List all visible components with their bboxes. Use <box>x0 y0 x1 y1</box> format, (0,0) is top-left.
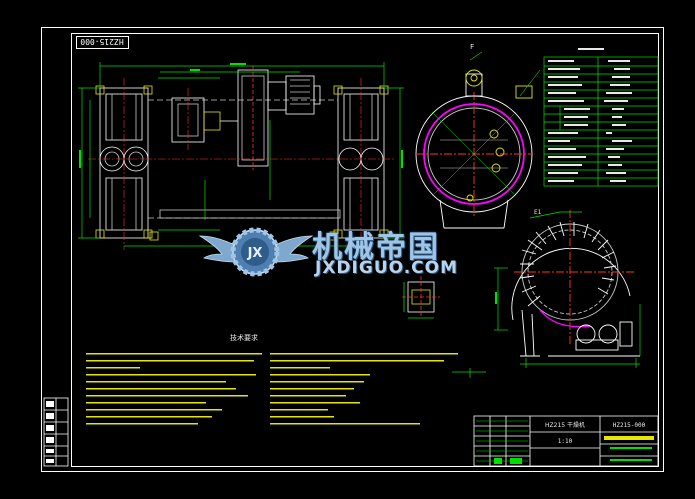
watermark-url-text: JXDIGUO.COM <box>315 258 459 278</box>
tech-notes-left <box>86 353 262 425</box>
title-block-scale: 1:10 <box>558 438 573 445</box>
inner-frame <box>71 33 659 467</box>
section-view <box>511 210 640 357</box>
watermark-logo-letters: JX <box>247 246 263 261</box>
drawing-code-rotated: HZ215-000 <box>80 37 124 46</box>
plan-view <box>95 66 389 241</box>
tech-requirements-title: 技术要求 <box>230 333 258 342</box>
drawing-code-box: HZ215-000 <box>76 36 129 49</box>
section-dimensions <box>452 211 641 378</box>
title-block-fills <box>494 436 654 464</box>
title-block-name: HZ215 干燥机 <box>545 421 585 429</box>
outer-frame <box>41 27 664 472</box>
detail-view <box>402 276 440 319</box>
tech-notes-right <box>270 353 458 425</box>
end-view-section-label: F <box>470 43 474 51</box>
end-view <box>415 51 541 229</box>
title-block-code: HZ215-000 <box>613 422 646 429</box>
section-dim-tick <box>495 292 497 304</box>
title-block <box>473 415 659 467</box>
watermark-logo: JX <box>198 227 314 277</box>
plan-center-lines <box>88 78 395 250</box>
param-table-text-marks <box>548 48 632 182</box>
title-block-lines <box>476 420 528 462</box>
section-view-label: E1 <box>534 209 542 216</box>
watermark-chinese-text: 机械帝国 <box>312 230 440 265</box>
margin-revision-block <box>43 397 69 467</box>
margin-marks <box>46 401 54 463</box>
param-table <box>543 56 659 187</box>
